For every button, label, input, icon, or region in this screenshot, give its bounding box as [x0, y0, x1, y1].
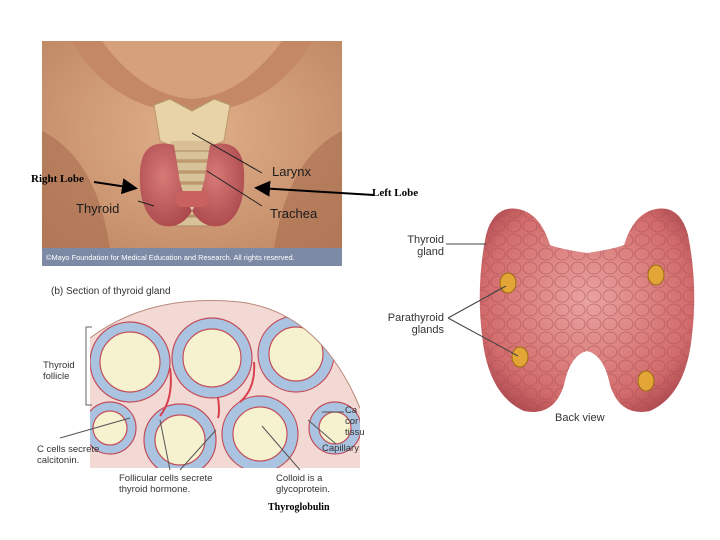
parathyroid-glands-label-line2: glands	[378, 324, 444, 336]
thyroid-gland-label: Thyroid gland	[400, 234, 444, 258]
parathyroid-glands-label-line1: Parathyroid	[378, 312, 444, 324]
parathyroid-glands-label: Parathyroid glands	[378, 312, 444, 336]
thyroid-gland-label-line1: Thyroid	[400, 234, 444, 246]
back-view-caption: Back view	[555, 412, 605, 424]
thyroid-gland-label-line2: gland	[400, 246, 444, 258]
